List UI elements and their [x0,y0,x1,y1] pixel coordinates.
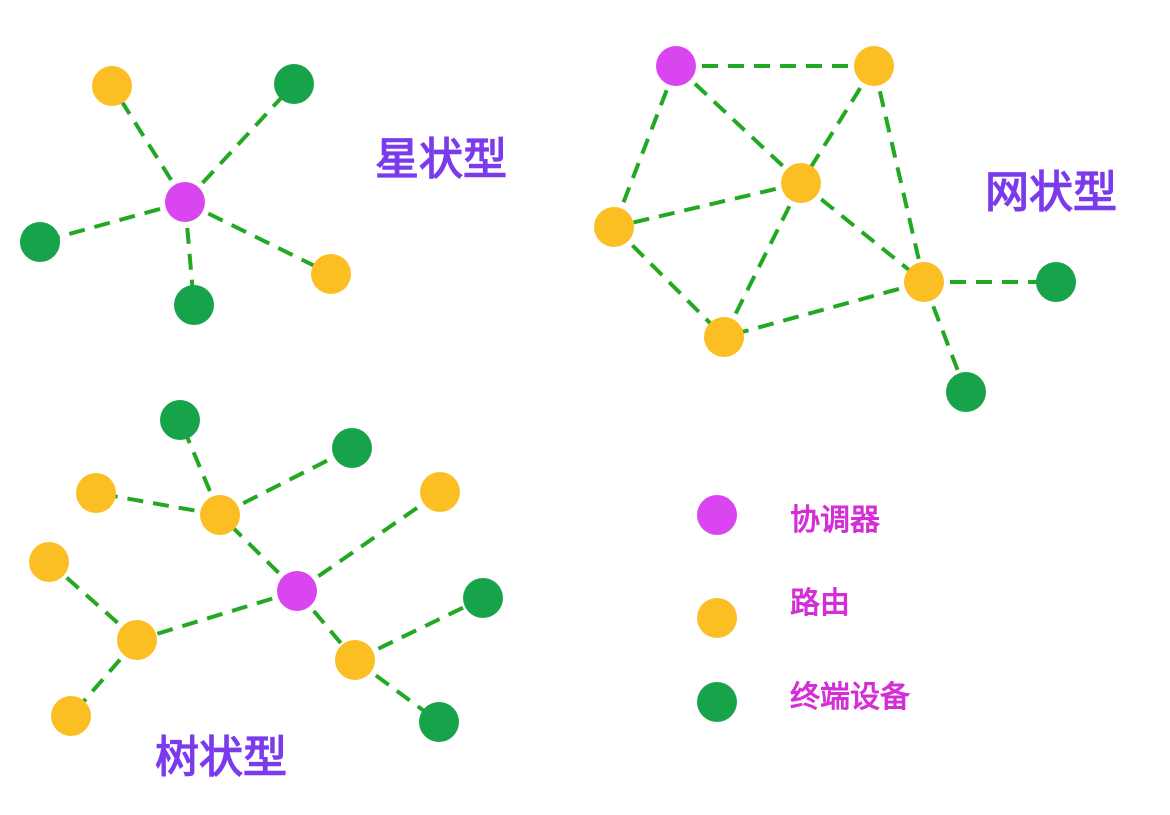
legend-router-label: 路由 [790,586,850,621]
mesh-router-node-m2 [854,46,894,86]
legend: 协调器 路由 终端设备 [697,495,911,722]
legend-end-device-label: 终端设备 [790,680,911,715]
mesh-edge-m5-m8 [922,281,968,393]
star-end-device-node-n3 [20,222,60,262]
tree-router-node-r1 [200,495,240,535]
mesh-edge-m5-m6 [723,280,925,339]
tree-edge-r1-r5 [95,491,221,517]
mesh-edges [612,64,1056,393]
star-edge-hub-n1 [110,84,187,204]
mesh-router-node-m4 [594,207,634,247]
mesh-edge-m3-m6 [722,182,803,338]
tree-edge-r3-e3 [354,596,484,662]
mesh-coordinator-node-m1 [656,46,696,86]
tree-edge-r2-r6 [47,560,139,642]
star-edge-hub-n2 [183,82,296,204]
legend-end-device-swatch [697,682,737,722]
mesh-router-node-m3 [781,163,821,203]
legend-coordinator-label: 协调器 [790,503,881,538]
star-nodes [20,64,351,325]
mesh-nodes [594,46,1076,412]
nodes-layer [20,46,1076,742]
star-router-node-n4 [311,254,351,294]
mesh-edge-m1-m4 [612,65,678,228]
mesh-edge-m4-m6 [612,225,726,339]
legend-item-coordinator: 协调器 [697,495,881,538]
tree-end-device-node-e2 [332,428,372,468]
tree-edge-r1-e2 [219,446,353,517]
legend-item-end-device: 终端设备 [697,680,911,722]
star-edge-hub-n3 [39,200,186,244]
star-end-device-node-n2 [274,64,314,104]
mesh-edge-m1-m3 [674,64,803,185]
star-end-device-node-n5 [174,285,214,325]
star-router-node-n1 [92,66,132,106]
tree-router-node-r7 [51,696,91,736]
tree-edge-t0-r2 [136,589,298,642]
tree-end-device-node-e4 [419,702,459,742]
star-coordinator-node-hub [165,182,205,222]
legend-coordinator-swatch [697,495,737,535]
tree-nodes [29,400,503,742]
mesh-topology-title: 网状型 [985,167,1117,218]
mesh-edge-m2-m3 [799,64,876,185]
tree-router-node-r5 [76,473,116,513]
mesh-edge-m3-m5 [799,181,926,284]
mesh-router-node-m6 [704,317,744,357]
tree-end-device-node-e1 [160,400,200,440]
tree-router-node-r6 [29,542,69,582]
tree-edge-t0-r4 [295,490,442,593]
edges-layer [39,64,1056,724]
tree-router-node-r4 [420,472,460,512]
tree-edges [47,419,484,724]
star-edge-hub-n4 [184,200,332,276]
mesh-end-device-node-m8 [946,372,986,412]
mesh-edge-m2-m5 [872,65,926,283]
tree-end-device-node-e3 [463,578,503,618]
mesh-end-device-node-m7 [1036,262,1076,302]
mesh-router-node-m5 [904,262,944,302]
tree-router-node-r2 [117,620,157,660]
star-topology-title: 星状型 [375,134,507,185]
legend-router-swatch [697,598,737,638]
tree-topology-title: 树状型 [155,732,287,783]
mesh-edge-m3-m4 [613,181,802,229]
legend-item-router: 路由 [697,586,850,638]
tree-coordinator-node-t0 [277,571,317,611]
tree-router-node-r3 [335,640,375,680]
